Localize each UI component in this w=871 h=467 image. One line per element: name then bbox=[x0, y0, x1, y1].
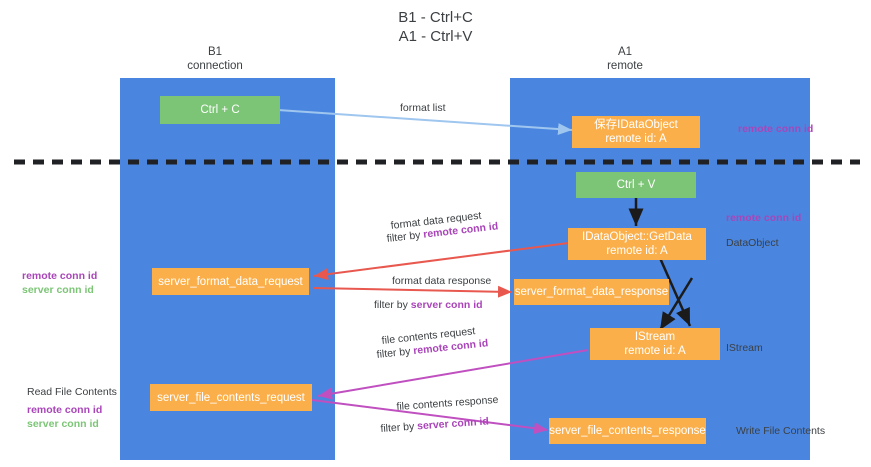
title-line-1: B1 - Ctrl+C bbox=[398, 9, 473, 26]
box-ctrl-c-label: Ctrl + C bbox=[200, 104, 240, 116]
left-label-server-conn-id-2: server conn id bbox=[27, 418, 99, 430]
left-label-server-conn-id: server conn id bbox=[22, 284, 94, 296]
right-label-write-file-contents: Write File Contents bbox=[736, 425, 826, 437]
edge-label-format-data-response: format data response bbox=[392, 275, 492, 287]
filter-key-server-conn-id-2: server conn id bbox=[416, 415, 490, 433]
box-server-format-data-response-label: server_format_data_response bbox=[514, 286, 669, 298]
box-istream-line2: remote id: A bbox=[624, 345, 686, 357]
lane-header-b1-line2: connection bbox=[187, 60, 243, 72]
filter-prefix-2: filter by bbox=[374, 299, 411, 311]
box-istream[interactable]: IStream remote id: A bbox=[590, 328, 720, 360]
box-server-format-data-request-label: server_format_data_request bbox=[158, 275, 303, 288]
filter-key-server-conn-id-1: server conn id bbox=[410, 299, 483, 311]
box-server-file-contents-request-label: server_file_contents_request bbox=[157, 391, 305, 404]
filter-prefix-4: filter by bbox=[380, 420, 418, 435]
lane-header-b1: B1 connection bbox=[150, 45, 280, 73]
lane-header-a1-line2: remote bbox=[607, 60, 643, 72]
box-server-file-contents-request[interactable]: server_file_contents_request bbox=[150, 384, 312, 411]
box-save-idataobject-line2: remote id: A bbox=[605, 133, 667, 145]
right-label-dataobject: DataObject bbox=[726, 237, 779, 249]
box-server-file-contents-response-label: server_file_contents_response bbox=[549, 425, 706, 437]
box-istream-line1: IStream bbox=[634, 331, 676, 343]
lane-header-b1-line1: B1 bbox=[207, 46, 223, 58]
box-server-format-data-response[interactable]: server_format_data_response bbox=[514, 279, 669, 305]
filter-prefix-3: filter by bbox=[376, 345, 414, 361]
box-ctrl-v[interactable]: Ctrl + V bbox=[576, 172, 696, 198]
edge-label-file-contents-response: file contents response bbox=[396, 393, 499, 413]
box-getdata-line1: IDataObject::GetData bbox=[582, 231, 692, 243]
edge-label-format-data-response-filter: filter by server conn id bbox=[374, 298, 483, 312]
box-save-idataobject-line1: 保存IDataObject bbox=[594, 119, 678, 131]
box-ctrl-v-label: Ctrl + V bbox=[616, 179, 656, 191]
box-server-format-data-request[interactable]: server_format_data_request bbox=[152, 268, 309, 295]
right-label-remote-conn-id-mid: remote conn id bbox=[726, 212, 802, 224]
box-ctrl-c[interactable]: Ctrl + C bbox=[160, 96, 280, 124]
box-getdata-line2: remote id: A bbox=[606, 245, 668, 257]
lane-header-a1: A1 remote bbox=[560, 45, 690, 73]
left-label-remote-conn-id: remote conn id bbox=[22, 270, 98, 282]
left-label-remote-conn-id-2: remote conn id bbox=[27, 404, 103, 416]
arrow-format-data-response bbox=[313, 285, 513, 298]
box-idataobject-getdata[interactable]: IDataObject::GetData remote id: A bbox=[568, 228, 706, 260]
lane-header-a1-line1: A1 bbox=[617, 46, 633, 58]
filter-prefix-1: filter by bbox=[386, 228, 425, 245]
box-save-idataobject[interactable]: 保存IDataObject remote id: A bbox=[572, 116, 700, 148]
edge-label-file-contents-response-filter: filter by server conn id bbox=[380, 414, 489, 436]
edge-label-format-list: format list bbox=[400, 102, 446, 114]
page-title: B1 - Ctrl+C A1 - Ctrl+V bbox=[0, 8, 871, 46]
title-line-2: A1 - Ctrl+V bbox=[398, 28, 473, 45]
right-label-remote-conn-id-top: remote conn id bbox=[738, 123, 814, 135]
left-label-read-file-contents: Read File Contents bbox=[27, 386, 117, 398]
right-label-istream: IStream bbox=[726, 342, 763, 354]
box-server-file-contents-response[interactable]: server_file_contents_response bbox=[549, 418, 706, 444]
